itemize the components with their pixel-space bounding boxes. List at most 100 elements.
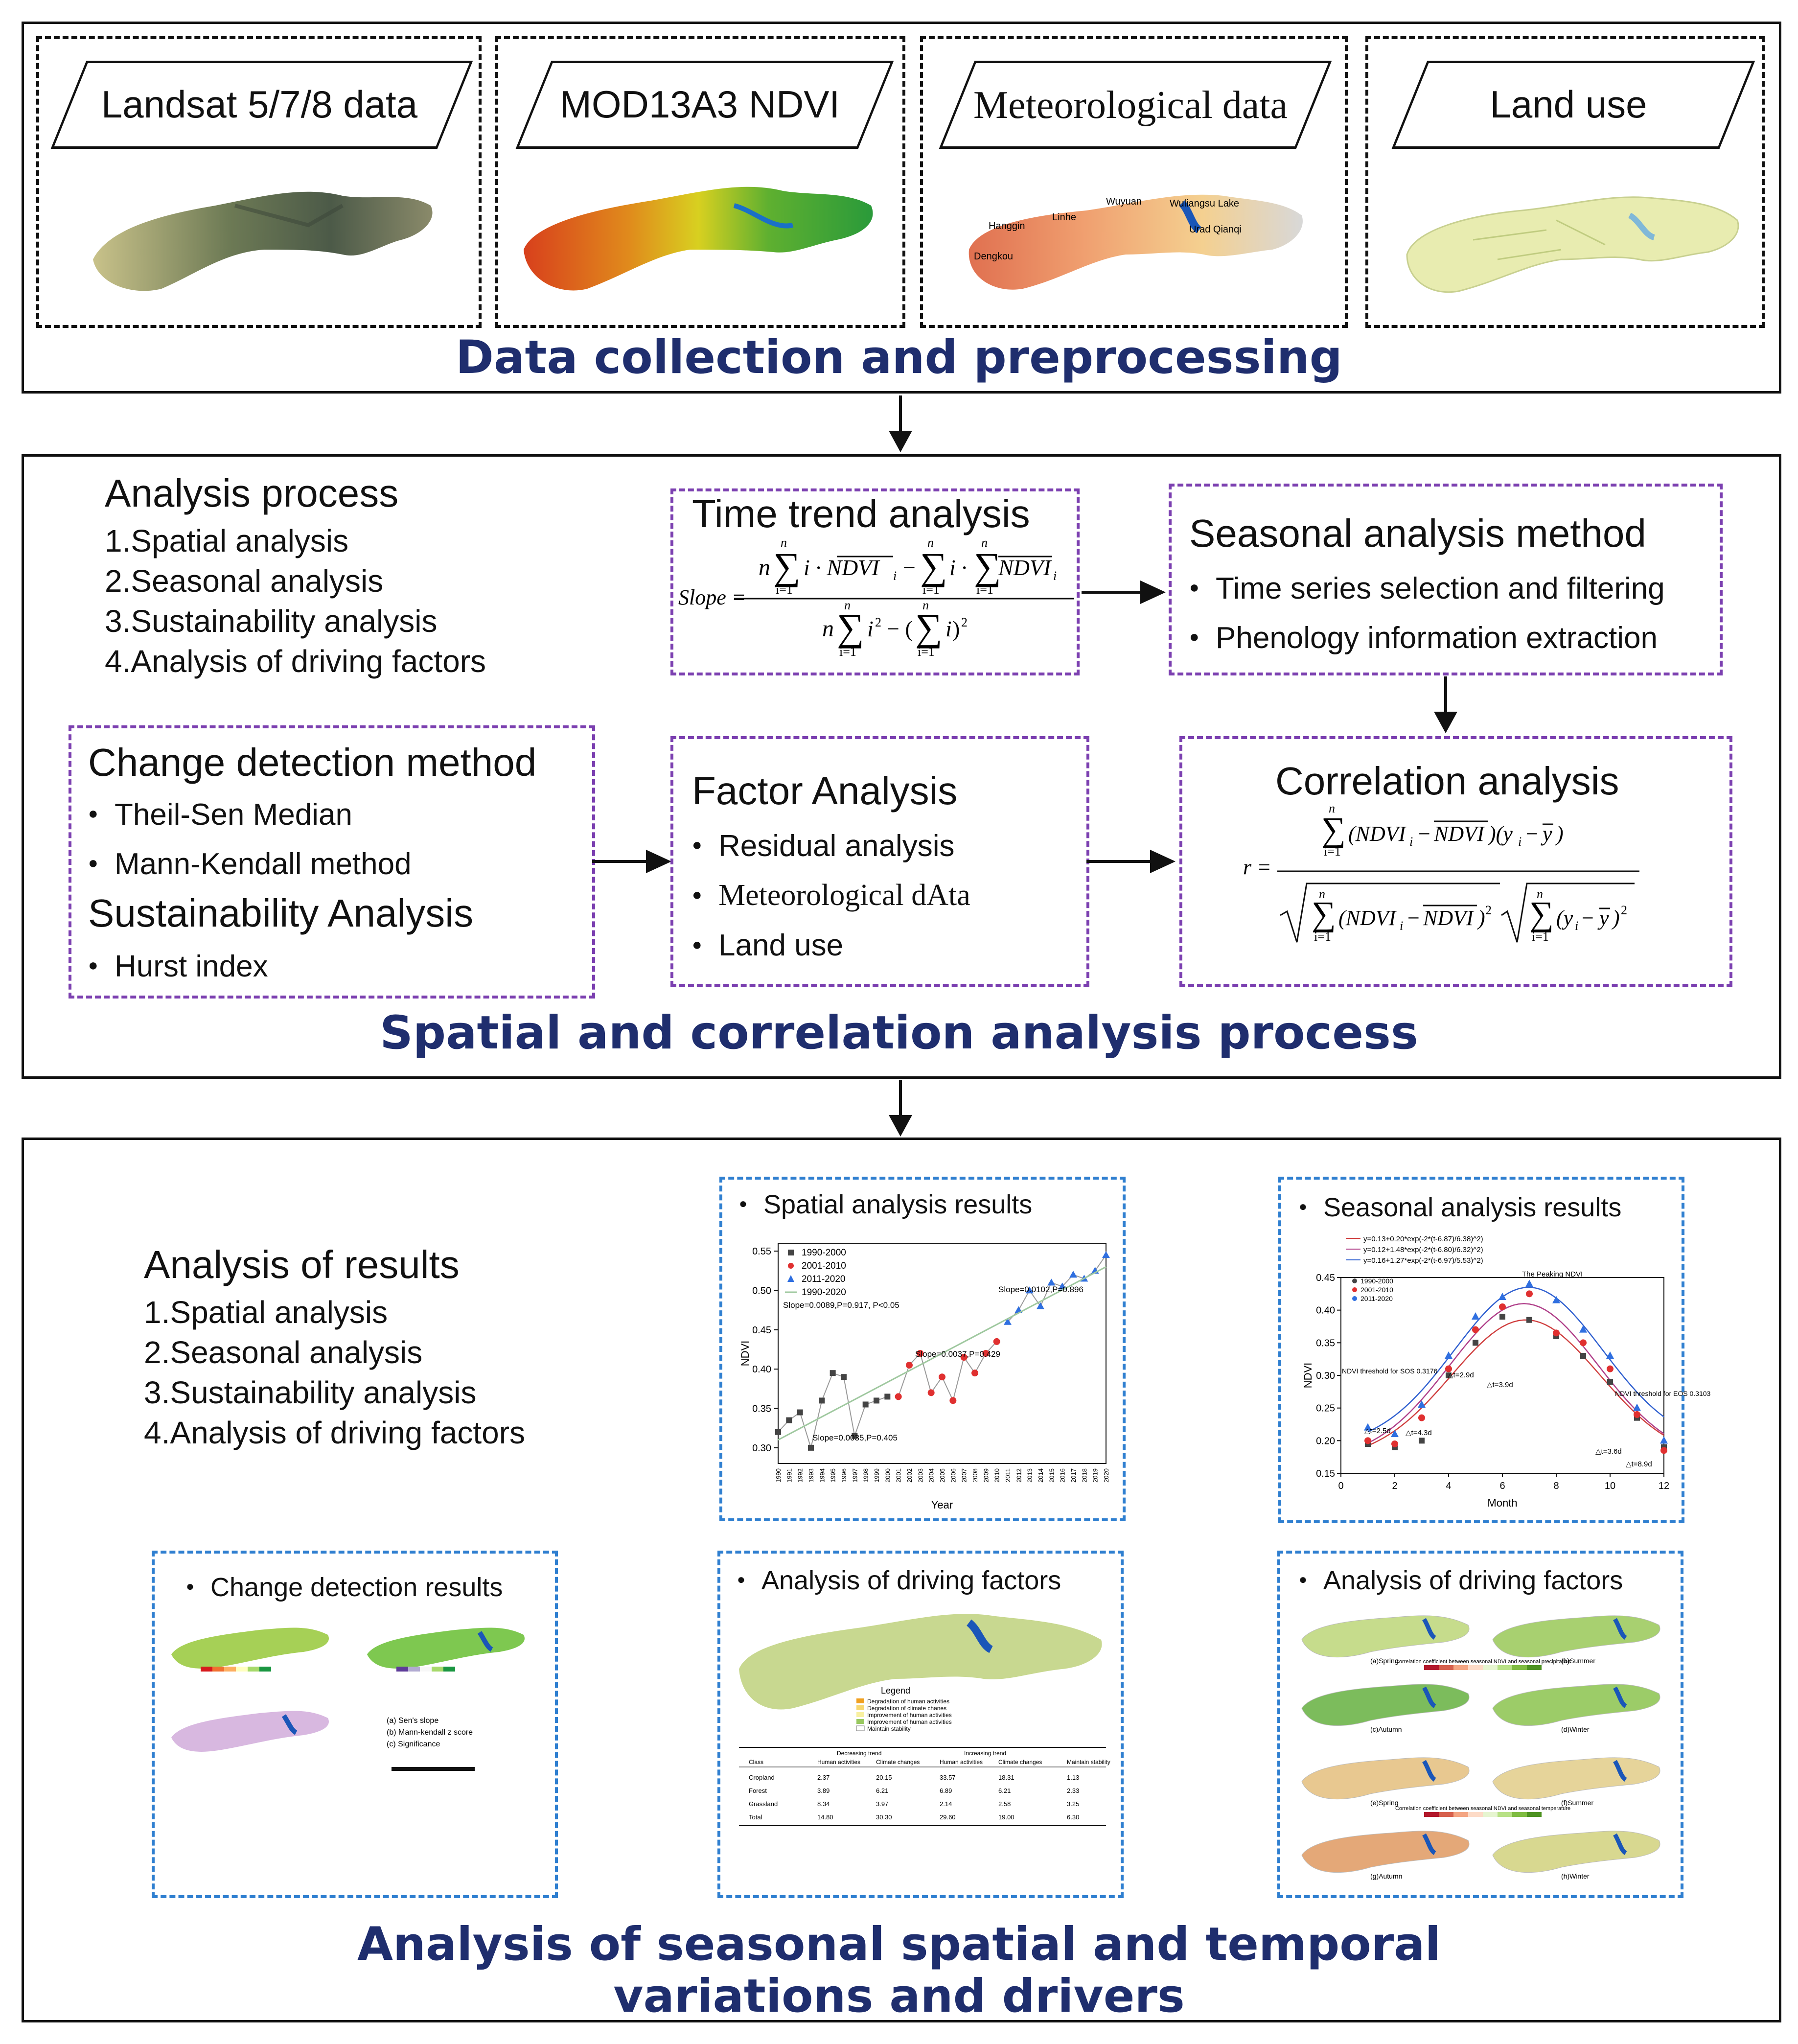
y-tick-label: 0.45 <box>1316 1273 1335 1283</box>
svg-text:−: − <box>1407 906 1420 930</box>
x-tick-label: 1998 <box>862 1468 870 1483</box>
legend-label: 1990-2000 <box>802 1248 846 1258</box>
svg-text:): ) <box>952 616 960 641</box>
table-header-cell: Human activities <box>817 1759 860 1765</box>
svg-text:n: n <box>1537 887 1543 901</box>
x-tick-label: 1995 <box>830 1468 837 1483</box>
svg-text:i: i <box>867 616 874 641</box>
color-ramp-cell <box>1498 1812 1512 1817</box>
x-tick-label: 2016 <box>1059 1468 1066 1483</box>
svg-text:n: n <box>922 598 929 612</box>
legend-label: 2011-2020 <box>1360 1295 1393 1302</box>
data-point <box>960 1354 968 1361</box>
table-cell: 8.34 <box>817 1800 830 1808</box>
table-cell: 2.58 <box>998 1800 1011 1808</box>
svg-text:∑: ∑ <box>974 545 1001 587</box>
drivers-legend-title: Legend <box>881 1686 910 1696</box>
data-point <box>1660 1447 1667 1454</box>
color-ramp-cell <box>1468 1812 1483 1817</box>
factor-analysis-heading: Factor Analysis <box>692 769 958 813</box>
annotation: △t=8.9d <box>1626 1460 1652 1468</box>
y-tick-label: 0.40 <box>752 1364 771 1375</box>
lake-shape <box>1422 1760 1436 1782</box>
change-detection-heading: Change detection method <box>88 741 537 784</box>
x-tick-label: 2002 <box>906 1468 913 1483</box>
y-tick-label: 0.35 <box>1316 1338 1335 1348</box>
fit-equation: y=0.16+1.27*exp(-2*(t-6.97)/5.53)^2) <box>1363 1256 1483 1265</box>
sustainability-heading: Sustainability Analysis <box>88 891 474 935</box>
seasonal-results-title: Seasonal analysis results <box>1299 1192 1621 1223</box>
drivers-legend-1: Degradation of climate chanes <box>867 1705 946 1712</box>
data-point <box>1418 1414 1425 1421</box>
y-tick-label: 0.55 <box>752 1246 771 1257</box>
table-cell: 6.21 <box>998 1787 1011 1794</box>
x-tick-label: 1993 <box>807 1468 815 1483</box>
seasonal-method-item: Time series selection and filtering <box>1189 565 1665 614</box>
y-tick-label: 0.45 <box>752 1325 771 1336</box>
color-ramp-cell <box>1483 1812 1498 1817</box>
annotation: △t=4.3d <box>1406 1429 1432 1437</box>
svg-text:n: n <box>759 555 770 581</box>
svg-text:n: n <box>1329 801 1335 815</box>
data-point <box>1606 1351 1614 1359</box>
data-point <box>1525 1279 1533 1287</box>
data-point <box>1473 1340 1478 1346</box>
section2-title: Spatial and correlation analysis process <box>380 1006 1418 1060</box>
svg-text:∑: ∑ <box>773 545 801 587</box>
x-tick-label: 2007 <box>961 1468 968 1483</box>
y-tick-label: 0.15 <box>1316 1468 1335 1479</box>
svg-text:n: n <box>981 535 988 550</box>
fit-curve <box>1367 1319 1664 1446</box>
correlation-formula-lhs: r = <box>1243 855 1271 879</box>
svg-text:n: n <box>844 598 851 612</box>
svg-text:i · NDVI: i · NDVI <box>804 555 880 580</box>
data-point <box>1446 1372 1452 1378</box>
svg-text:−: − <box>903 555 916 580</box>
data-point <box>1634 1411 1640 1418</box>
y-tick-label: 0.40 <box>1316 1305 1335 1316</box>
x-axis-label: Year <box>931 1499 953 1511</box>
svg-text:i=1: i=1 <box>922 582 940 597</box>
process-item-4: 4.Analysis of driving factors <box>105 644 486 679</box>
x-tick-label: 2020 <box>1103 1468 1110 1483</box>
color-ramp-cell <box>1527 1665 1542 1670</box>
seasonal-correlation-maps: (a)Spring(b)Summer(c)Autumn(d)Winter(e)S… <box>1301 1615 1660 1880</box>
color-ramp-cell <box>1453 1665 1468 1670</box>
svg-text:n: n <box>927 535 934 550</box>
x-tick-label: 2013 <box>1026 1468 1034 1483</box>
table-cell: Forest <box>749 1787 767 1794</box>
lake-shape <box>1613 1760 1627 1782</box>
fit-equation: y=0.12+1.48*exp(-2*(t-6.80)/6.32)^2) <box>1363 1246 1483 1254</box>
x-axis-label: Month <box>1487 1497 1517 1509</box>
lake-shape <box>1613 1686 1627 1708</box>
season-map <box>1492 1831 1660 1873</box>
map-label-wuyuan: Wuyuan <box>1106 196 1142 207</box>
results-item-2: 2.Seasonal analysis <box>144 1335 423 1370</box>
data-point <box>1526 1290 1533 1298</box>
data-point <box>841 1374 847 1380</box>
source-box-landsat <box>36 36 482 328</box>
svg-text:∑: ∑ <box>915 606 943 649</box>
svg-text:∑: ∑ <box>1529 895 1554 933</box>
data-point <box>1047 1278 1056 1286</box>
slope-annotation: Slope=0.0037,P=0.429 <box>915 1349 1000 1359</box>
lake-shape <box>1422 1618 1436 1640</box>
drivers-legend-3: Improvement of human activities <box>867 1719 952 1725</box>
data-point <box>1660 1436 1668 1444</box>
y-tick-label: 0.30 <box>752 1443 771 1454</box>
data-point <box>874 1397 879 1404</box>
legend-label: 2011-2020 <box>802 1274 845 1284</box>
svg-text:): ) <box>1476 906 1485 930</box>
ndvi-map <box>524 186 873 291</box>
y-tick-label: 0.30 <box>1316 1370 1335 1381</box>
data-point <box>775 1429 781 1435</box>
fit-curve <box>1367 1286 1664 1433</box>
data-point <box>808 1444 814 1451</box>
table-header-cell: Maintain stability <box>1067 1759 1110 1765</box>
svg-text:(y: (y <box>1556 906 1573 930</box>
table-cell: 2.37 <box>817 1774 830 1781</box>
process-item-3: 3.Sustainability analysis <box>105 604 438 639</box>
series-line <box>898 1341 997 1402</box>
drivers-map-and-table: Legend Degradation of human activities D… <box>739 1614 1110 1826</box>
